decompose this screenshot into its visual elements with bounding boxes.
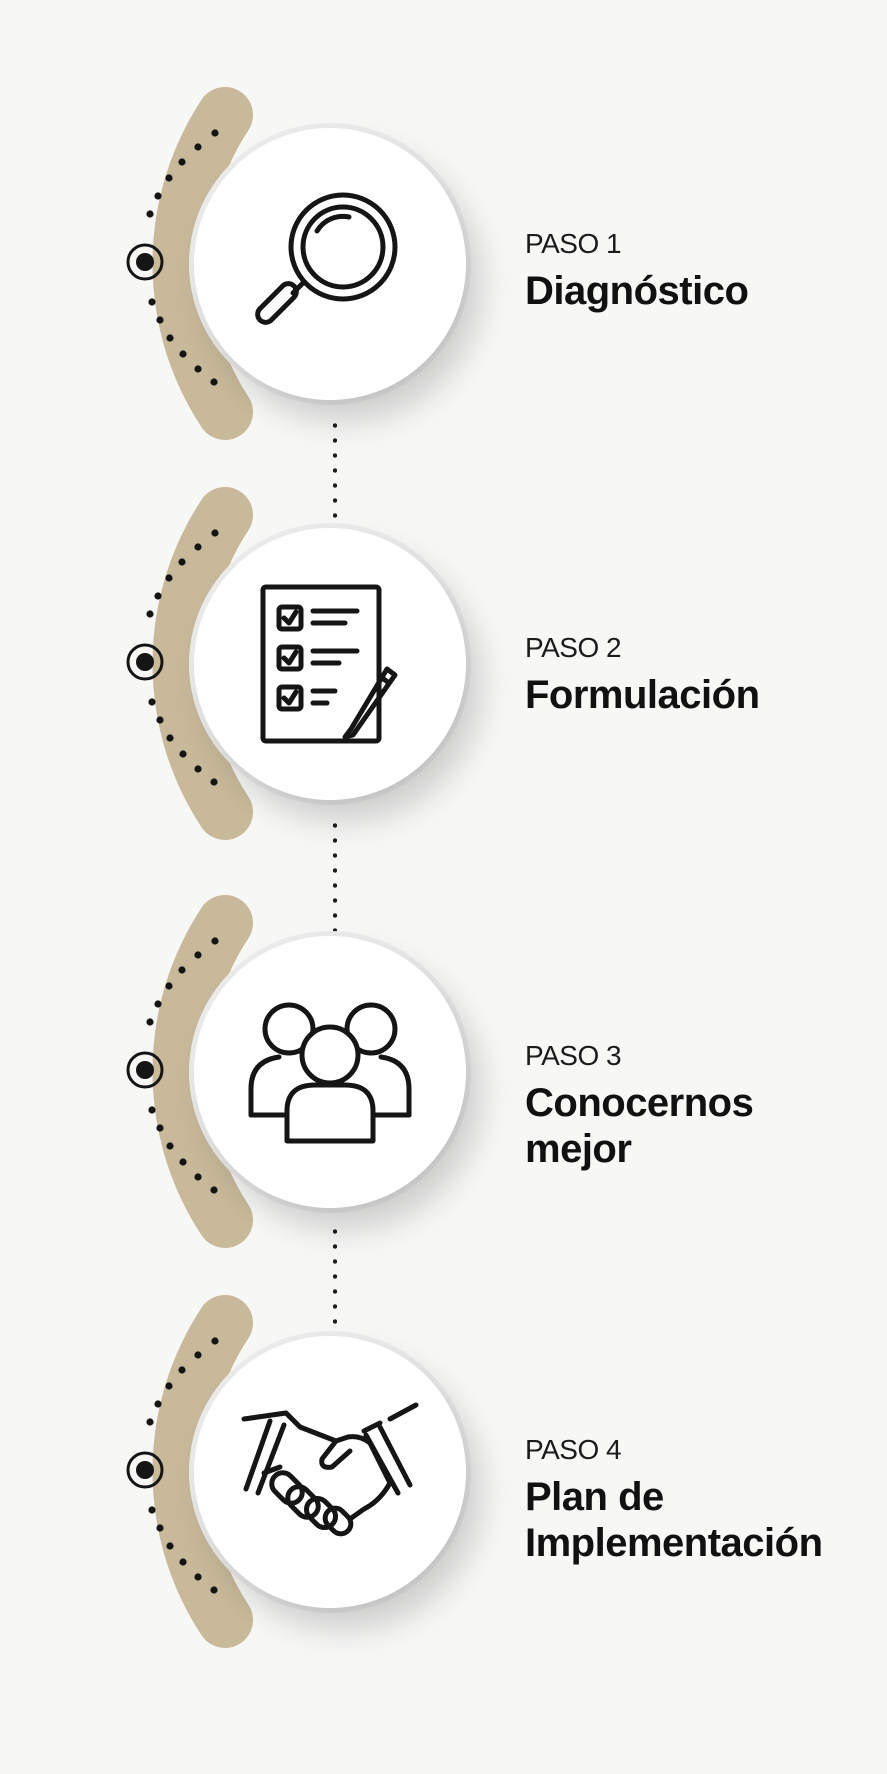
- connector-dots-3-4: [333, 1224, 337, 1336]
- step-2-kicker: PASO 2: [525, 632, 622, 663]
- step-4-title: Plan de Implementación: [525, 1475, 823, 1565]
- step-3-text: PASO 3 Conocernos mejor: [525, 1040, 865, 1172]
- people-group-icon: [248, 1002, 412, 1144]
- step-1-text: PASO 1 Diagnóstico: [525, 228, 865, 314]
- step-4-text: PASO 4 Plan de Implementación: [525, 1434, 865, 1566]
- step-1-icon-circle: [194, 128, 466, 400]
- step-4-icon-circle: [194, 1336, 466, 1608]
- step-4-kicker: PASO 4: [525, 1434, 622, 1465]
- step-3-title: Conocernos mejor: [525, 1081, 754, 1171]
- handshake-icon: [241, 1402, 419, 1537]
- step-1-kicker: PASO 1: [525, 228, 622, 259]
- step-2-icon-circle: [194, 528, 466, 800]
- step-1-title: Diagnóstico: [525, 269, 749, 313]
- connector-dots-2-3: [333, 818, 337, 936]
- connector-dots-1-2: [333, 418, 337, 518]
- magnifying-glass-icon: [255, 192, 398, 325]
- step-2-title: Formulación: [525, 673, 760, 717]
- step-3-kicker: PASO 3: [525, 1040, 622, 1071]
- checklist-pencil-icon: [260, 584, 398, 744]
- step-2-text: PASO 2 Formulación: [525, 632, 865, 718]
- step-3-icon-circle: [194, 936, 466, 1208]
